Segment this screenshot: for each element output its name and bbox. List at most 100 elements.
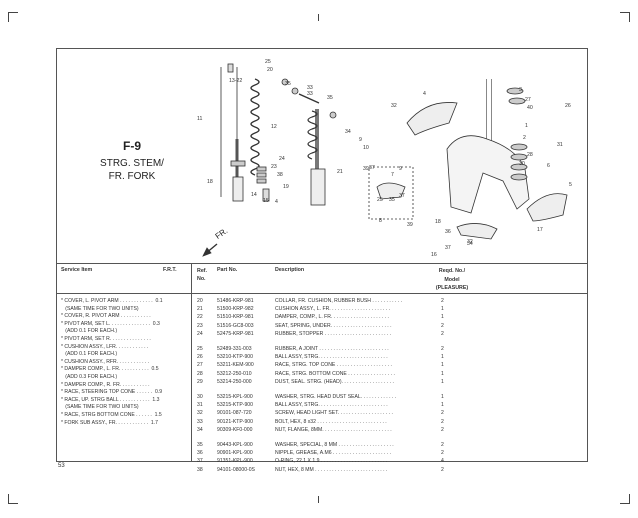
crop-mark-bottom-right	[620, 494, 630, 504]
parts-cell-part: 90443-KPL-900	[217, 442, 253, 448]
parts-cell-qty: 2	[441, 418, 444, 425]
service-item-line: * DAMPER COMP., L. FR. . . . . . . . . .…	[61, 366, 159, 373]
parts-cell-desc: RACE, STRG. TOP CONE . . . . . . . . . .…	[275, 362, 392, 369]
parts-cell-desc: SEAT, SPRING, UNDER. . . . . . . . . . .…	[275, 322, 392, 329]
parts-cell-qty: 2	[441, 298, 444, 304]
service-item-line: * CUSHION ASSY., LFR. . . . . . . . . . …	[61, 343, 149, 350]
callout-number: 12	[271, 124, 277, 130]
callout-number: 40	[527, 105, 533, 111]
callout-number: 14	[251, 192, 257, 198]
callout-number: 2	[523, 135, 526, 141]
parts-cell-qty: 1	[441, 394, 444, 400]
callout-number: 1	[525, 123, 528, 129]
callout-number: 39	[363, 166, 369, 172]
header-top-rule	[57, 263, 587, 264]
header-required-number: Reqd. No./Model(PLEASURE)	[435, 268, 469, 291]
service-item-line: (ADD 0.1 FOR EACH.)	[61, 328, 118, 335]
column-divider	[191, 263, 192, 461]
callout-number: 25	[377, 197, 383, 203]
callout-number: 15	[263, 198, 269, 204]
callout-number: 35	[327, 95, 333, 101]
parts-cell-ref: 25	[197, 346, 203, 352]
parts-cell-qty: 2	[441, 450, 444, 457]
parts-cell-ref: 34	[197, 426, 203, 433]
callout-number: 35	[389, 197, 395, 203]
parts-cell-part: 53212-250-010	[217, 370, 252, 377]
service-item-line: * COVER, R. PIVOT ARM . . . . . . . . . …	[61, 313, 151, 320]
parts-cell-ref: 24	[197, 330, 203, 337]
parts-cell-ref: 38	[197, 466, 203, 473]
callout-number: 6	[547, 163, 550, 169]
callout-number: 19	[283, 184, 289, 190]
parts-cell-part: 52475-KRP-981	[217, 330, 254, 337]
callout-number: 31	[557, 142, 563, 148]
callout-number: 11	[197, 116, 202, 122]
service-item-line: * FORK SUB ASSY., FR. . . . . . . . . . …	[61, 419, 158, 426]
figure-title-line-1: STRG. STEM/	[100, 158, 164, 169]
parts-cell-ref: 22	[197, 314, 203, 321]
parts-cell-qty: 1	[441, 362, 444, 369]
parts-cell-ref: 30	[197, 394, 203, 400]
parts-cell-part: 51486-KRP-981	[217, 298, 254, 304]
parts-cell-qty: 4	[441, 458, 444, 465]
parts-cell-part: 53215-KPL-900	[217, 394, 253, 400]
callout-number: 5	[569, 182, 572, 188]
crop-mark-top-right	[620, 12, 630, 22]
callout-number: 23	[271, 164, 277, 170]
parts-cell-qty: 2	[441, 466, 444, 473]
parts-cell-desc: BOLT, HEX, 8 x32 . . . . . . . . . . . .…	[275, 418, 387, 425]
service-item-line: * COVER, L. PIVOT ARM . . . . . . . . . …	[61, 298, 163, 304]
service-item-line: * RACE, STRG BOTTOM CONE . . . . . . 1.5	[61, 411, 162, 418]
callout-number: 35	[285, 81, 291, 87]
callout-number: 10	[363, 145, 369, 151]
figure-number: F-9	[123, 139, 141, 153]
callout-number: 9	[399, 166, 402, 172]
parts-cell-ref: 32	[197, 410, 203, 417]
parts-cell-ref: 35	[197, 442, 203, 448]
parts-cell-desc: SCREW, HEAD LIGHT SET. . . . . . . . . .…	[275, 410, 393, 417]
parts-cell-desc: WASHER, STRG. HEAD DUST SEAL. . . . . . …	[275, 394, 397, 400]
parts-cell-ref: 28	[197, 370, 203, 377]
service-item-line: (SAME TIME FOR TWO UNITS)	[61, 305, 139, 312]
header-ref-no: Ref.No.	[197, 268, 208, 282]
parts-cell-qty: 1	[441, 306, 444, 313]
callout-number: 13-22	[229, 78, 242, 84]
service-item-line: (ADD 0.1 FOR EACH.)	[61, 351, 118, 358]
parts-cell-ref: 33	[197, 418, 203, 425]
crop-mark-top-center	[318, 14, 319, 21]
parts-cell-desc: DAMPER, COMP., L. FR. . . . . . . . . . …	[275, 314, 389, 321]
parts-cell-ref: 29	[197, 378, 203, 385]
service-item-line: * PIVOT ARM, SET R. . . . . . . . . . . …	[61, 335, 151, 342]
header-frt: F.R.T.	[163, 267, 177, 273]
parts-cell-desc: O-RING, 22.1 X 1.9 . . . . . . . . . . .…	[275, 458, 388, 465]
parts-cell-part: 91351-KPL-900	[217, 458, 253, 465]
callout-number: 9	[359, 137, 362, 143]
parts-cell-qty: 1	[441, 354, 444, 361]
parts-cell-ref: 31	[197, 402, 203, 409]
parts-cell-desc: BALL ASSY, STRG. . . . . . . . . . . . .…	[275, 354, 388, 361]
parts-row: 30 53215-KPL-900 WASHER, STRG. HEAD DUST S…	[197, 394, 587, 402]
crop-mark-bottom-left	[8, 494, 18, 504]
parts-cell-desc: BALL ASSY, STRG. . . . . . . . . . . . .…	[275, 402, 388, 409]
callout-number: 39	[407, 222, 413, 228]
callout-number: 32	[467, 239, 473, 245]
parts-cell-desc: NIPPLE, GREASE, A.M6 . . . . . . . . . .…	[275, 450, 392, 457]
callout-number: 37	[445, 245, 451, 251]
parts-cell-qty: 2	[441, 330, 444, 337]
parts-cell-desc: NUT, HEX, 8 MM . . . . . . . . . . . . .…	[275, 466, 388, 473]
parts-cell-part: 90901-KPL-900	[217, 450, 253, 457]
exploded-diagram-drawing	[202, 63, 568, 257]
callout-number: 27	[525, 97, 531, 103]
